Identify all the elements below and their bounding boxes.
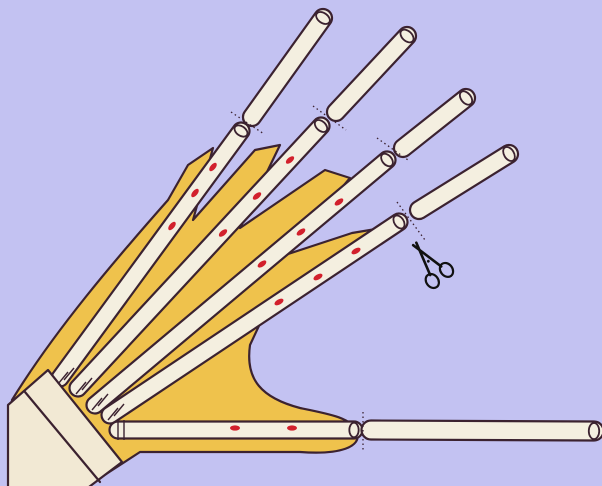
tube-segment-2 <box>327 27 416 121</box>
tube-segment-1 <box>243 9 332 126</box>
scissors-icon <box>403 235 456 291</box>
tube-segment-3 <box>394 89 475 157</box>
tube-segment-4 <box>410 145 518 219</box>
tube-layer <box>52 9 602 440</box>
red-mark <box>230 425 240 430</box>
red-mark <box>287 425 297 430</box>
tube-segment-5 <box>361 421 602 441</box>
